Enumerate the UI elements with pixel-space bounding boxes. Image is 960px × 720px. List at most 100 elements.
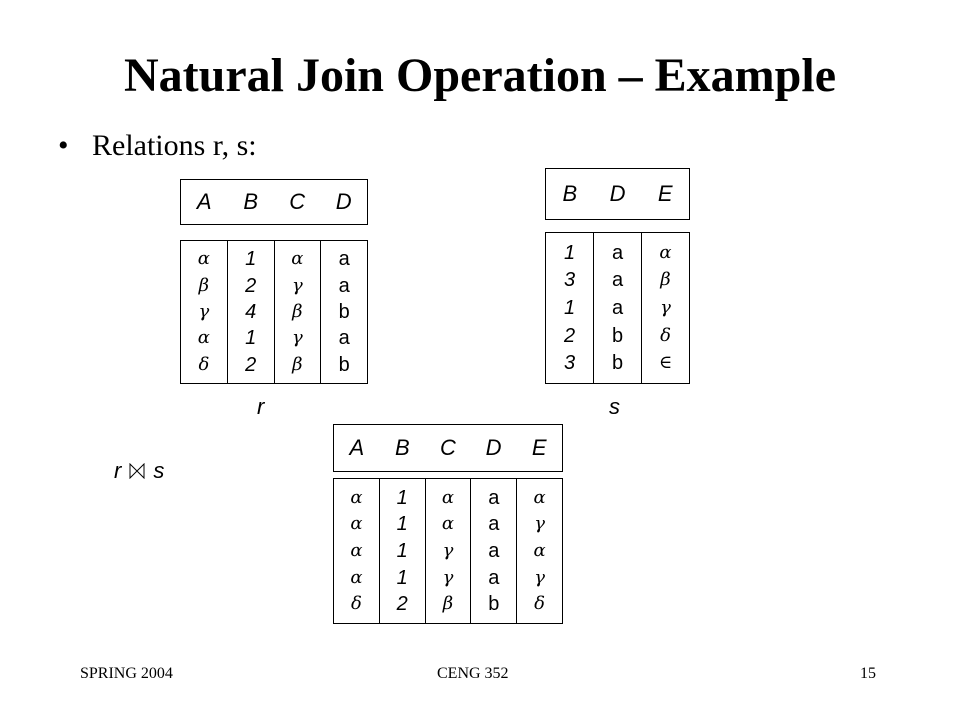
table-rs-header-b: B (395, 435, 410, 460)
table-cell: a (338, 327, 350, 350)
table-cell: α (533, 539, 546, 561)
table-cell: a (611, 241, 624, 264)
table-cell: 2 (245, 274, 257, 297)
table-cell: α (350, 539, 363, 561)
table-rs-col-c: α α γ γ β (426, 479, 472, 623)
table-cell: γ (198, 300, 210, 322)
table-s-col-b: 1 3 1 2 3 (546, 233, 594, 383)
table-rs-header-c: C (440, 435, 456, 460)
table-cell: 1 (563, 296, 576, 319)
table-cell: γ (291, 327, 303, 349)
table-cell: a (488, 486, 500, 509)
table-cell: b (488, 593, 500, 616)
table-cell: δ (534, 593, 545, 615)
table-cell: α (350, 486, 363, 508)
table-cell: γ (291, 274, 303, 296)
join-label-left: r (114, 458, 122, 483)
table-cell: γ (442, 566, 454, 588)
table-s-label: s (609, 394, 620, 419)
table-cell: β (442, 593, 454, 615)
table-cell: β (292, 300, 303, 322)
table-cell: a (338, 274, 350, 297)
table-cell: 1 (396, 566, 408, 589)
table-r-body: α β γ α δ 1 2 4 1 2 α γ β γ β a a b a b (180, 240, 368, 384)
table-rs-col-e: α γ α γ δ (517, 479, 562, 623)
table-cell: b (338, 353, 350, 376)
table-cell: β (292, 353, 303, 375)
table-cell: γ (534, 513, 545, 535)
table-cell: α (197, 248, 210, 270)
table-s-header-e: E (657, 181, 673, 206)
table-r-col-a: α β γ α δ (181, 241, 228, 383)
table-cell: 3 (563, 352, 576, 375)
table-r-col-d: a a b a b (321, 241, 367, 383)
table-s-col-e: α β γ δ ∈ (642, 233, 689, 383)
table-r-header-d: D (335, 189, 352, 214)
table-cell: ∈ (658, 352, 673, 374)
table-s-header-b: B (562, 181, 578, 206)
natural-join-icon (129, 463, 145, 479)
table-rs-header-e: E (531, 435, 547, 460)
join-label: r s (114, 458, 164, 484)
table-s-header: B D E (545, 168, 690, 220)
table-s-col-d: a a a b b (594, 233, 642, 383)
table-cell: α (659, 241, 672, 263)
table-cell: a (611, 296, 624, 319)
table-cell: δ (350, 593, 362, 615)
join-label-right: s (153, 458, 165, 483)
table-cell: a (488, 539, 500, 562)
table-cell: α (441, 513, 455, 535)
table-cell: α (197, 327, 210, 349)
table-cell: 2 (245, 353, 257, 376)
table-rs-col-d: a a a a b (471, 479, 518, 623)
table-cell: b (338, 300, 350, 323)
table-cell: 1 (396, 486, 408, 509)
table-cell: 1 (396, 513, 408, 536)
table-r-col-c: α γ β γ β (275, 241, 322, 383)
footer-center: CENG 352 (437, 665, 509, 682)
table-cell: 2 (563, 324, 576, 347)
table-cell: γ (534, 566, 545, 588)
table-r-header-a: A (196, 189, 212, 214)
table-cell: a (488, 566, 500, 589)
table-cell: a (338, 248, 350, 271)
table-rs-header-d: D (485, 435, 502, 460)
table-cell: γ (442, 539, 454, 561)
table-s-header-d: D (609, 181, 626, 206)
table-s-body: 1 3 1 2 3 a a a b b α β γ δ ∈ (545, 232, 690, 384)
table-cell: α (350, 513, 363, 535)
footer-left: SPRING 2004 (80, 665, 173, 682)
table-r-col-b: 1 2 4 1 2 (228, 241, 275, 383)
table-cell: α (533, 486, 546, 508)
bullet-text: Relations r, s: (92, 129, 257, 162)
table-rs-header: A B C D E (333, 424, 563, 472)
table-cell: b (611, 352, 624, 375)
table-rs-body: α α α α δ 1 1 1 1 2 α α γ γ β a a a a b … (333, 478, 563, 624)
table-cell: 4 (245, 300, 257, 323)
footer-page-number: 15 (860, 665, 876, 682)
table-cell: δ (660, 324, 671, 346)
table-cell: 3 (563, 269, 576, 292)
table-cell: 1 (396, 539, 408, 562)
table-rs-col-a: α α α α δ (334, 479, 380, 623)
table-cell: α (291, 248, 304, 270)
table-rs-header-a: A (349, 435, 365, 460)
table-cell: β (198, 274, 210, 296)
table-cell: 1 (563, 241, 576, 264)
bullet-dot: • (58, 129, 69, 162)
table-rs-col-b: 1 1 1 1 2 (380, 479, 426, 623)
bullet-relations: • Relations r, s: (58, 128, 257, 164)
table-cell: β (660, 269, 671, 291)
table-cell: 1 (245, 248, 257, 271)
table-cell: α (350, 566, 363, 588)
slide-title: Natural Join Operation – Example (123, 49, 836, 102)
table-cell: 1 (245, 327, 257, 350)
table-cell: 2 (396, 593, 408, 616)
table-cell: α (441, 486, 455, 508)
table-r-label: r (257, 394, 265, 419)
table-cell: γ (660, 296, 671, 318)
table-cell: b (611, 324, 624, 347)
table-cell: a (488, 513, 500, 536)
table-r-header: A B C D (180, 179, 368, 225)
table-cell: δ (198, 353, 210, 375)
